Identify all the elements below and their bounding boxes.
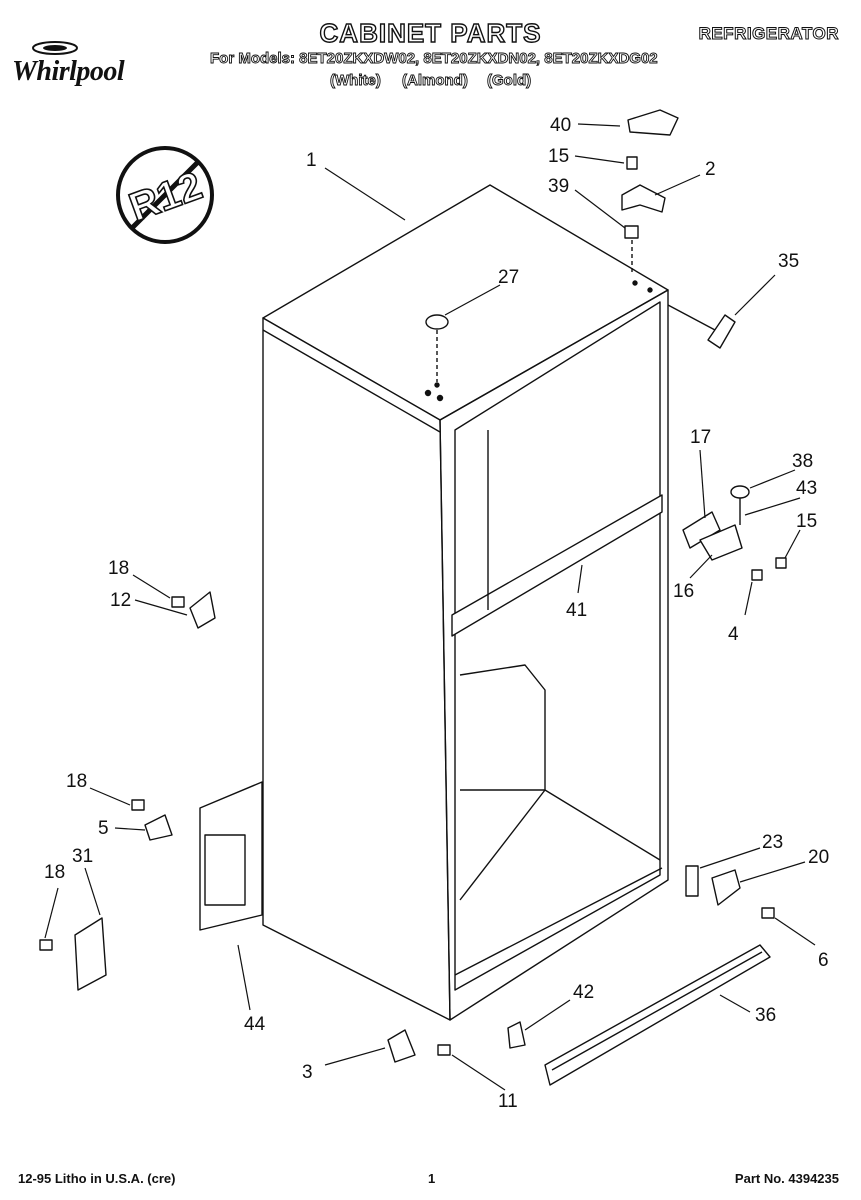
models-line: For Models: 8ET20ZKXDW02, 8ET20ZKXDN02, …: [210, 50, 659, 68]
grille-36: [544, 944, 771, 1086]
callout-23: 23: [762, 832, 783, 853]
callout-36: 36: [755, 1005, 776, 1026]
callout-16: 16: [673, 581, 694, 602]
color-white: (White): [330, 72, 382, 90]
callout-18-a: 18: [108, 558, 129, 579]
callout-6: 6: [818, 950, 829, 971]
callout-2: 2: [705, 159, 716, 180]
footer-page-number: 1: [428, 1171, 436, 1186]
callout-18-b: 18: [66, 771, 87, 792]
center-hinge-16: [699, 524, 743, 561]
color-gold: (Gold): [487, 72, 532, 90]
cabinet-body: [262, 184, 669, 1021]
plug-27: [425, 314, 449, 330]
screw-18-a: [171, 596, 185, 608]
hinge-20: [711, 869, 741, 906]
bracket-23: [685, 865, 699, 897]
callout-42: 42: [573, 982, 594, 1003]
callout-5: 5: [98, 818, 109, 839]
callout-4: 4: [728, 624, 739, 645]
clip-42: [507, 1021, 526, 1049]
page-title: CABINET PARTS: [319, 17, 542, 48]
callout-27: 27: [498, 267, 519, 288]
bottom-hinge-3: [387, 1029, 416, 1063]
footer-litho: 12-95 Litho in U.S.A. (cre): [18, 1171, 176, 1186]
callout-15-top: 15: [548, 146, 569, 167]
hinge-cover-40: [627, 109, 679, 136]
callout-17: 17: [690, 427, 711, 448]
shim-39: [624, 225, 639, 239]
clip-5: [144, 814, 173, 841]
product-category: REFRIGERATOR: [698, 24, 839, 44]
footer-part-number: Part No. 4394235: [734, 1171, 839, 1186]
screw-6: [761, 907, 775, 919]
screw-4: [751, 569, 763, 581]
part-35: [707, 314, 736, 349]
callout-44: 44: [244, 1014, 266, 1035]
r12-badge-text: R12: [124, 164, 208, 230]
callout-43: 43: [796, 478, 817, 499]
callout-15-mid: 15: [796, 511, 817, 532]
bracket-12: [189, 591, 216, 629]
callout-31: 31: [72, 846, 93, 867]
callout-38: 38: [792, 451, 813, 472]
callout-20: 20: [808, 847, 829, 868]
cover-31: [74, 917, 107, 991]
callout-3: 3: [302, 1062, 313, 1083]
screw-18-c: [39, 939, 53, 951]
callout-12: 12: [110, 590, 131, 611]
washer-38: [730, 485, 750, 499]
r12-badge-icon: [116, 146, 214, 244]
callout-1: 1: [306, 150, 317, 171]
callout-11: 11: [498, 1091, 518, 1112]
callout-40: 40: [550, 115, 571, 136]
callout-39: 39: [548, 176, 569, 197]
callout-41: 41: [566, 600, 587, 621]
spacer-17: [682, 511, 721, 549]
whirlpool-logo: Whirlpool: [12, 56, 125, 88]
callout-18-c: 18: [44, 862, 65, 883]
brand-name: Whirlpool: [12, 56, 125, 87]
top-hinge-2: [621, 184, 666, 213]
screw-15-top: [626, 156, 638, 170]
callout-35: 35: [778, 251, 799, 272]
color-almond: (Almond): [402, 72, 469, 90]
screw-18-b: [131, 799, 145, 811]
screw-11: [437, 1044, 451, 1056]
screw-15-mid: [775, 557, 787, 569]
